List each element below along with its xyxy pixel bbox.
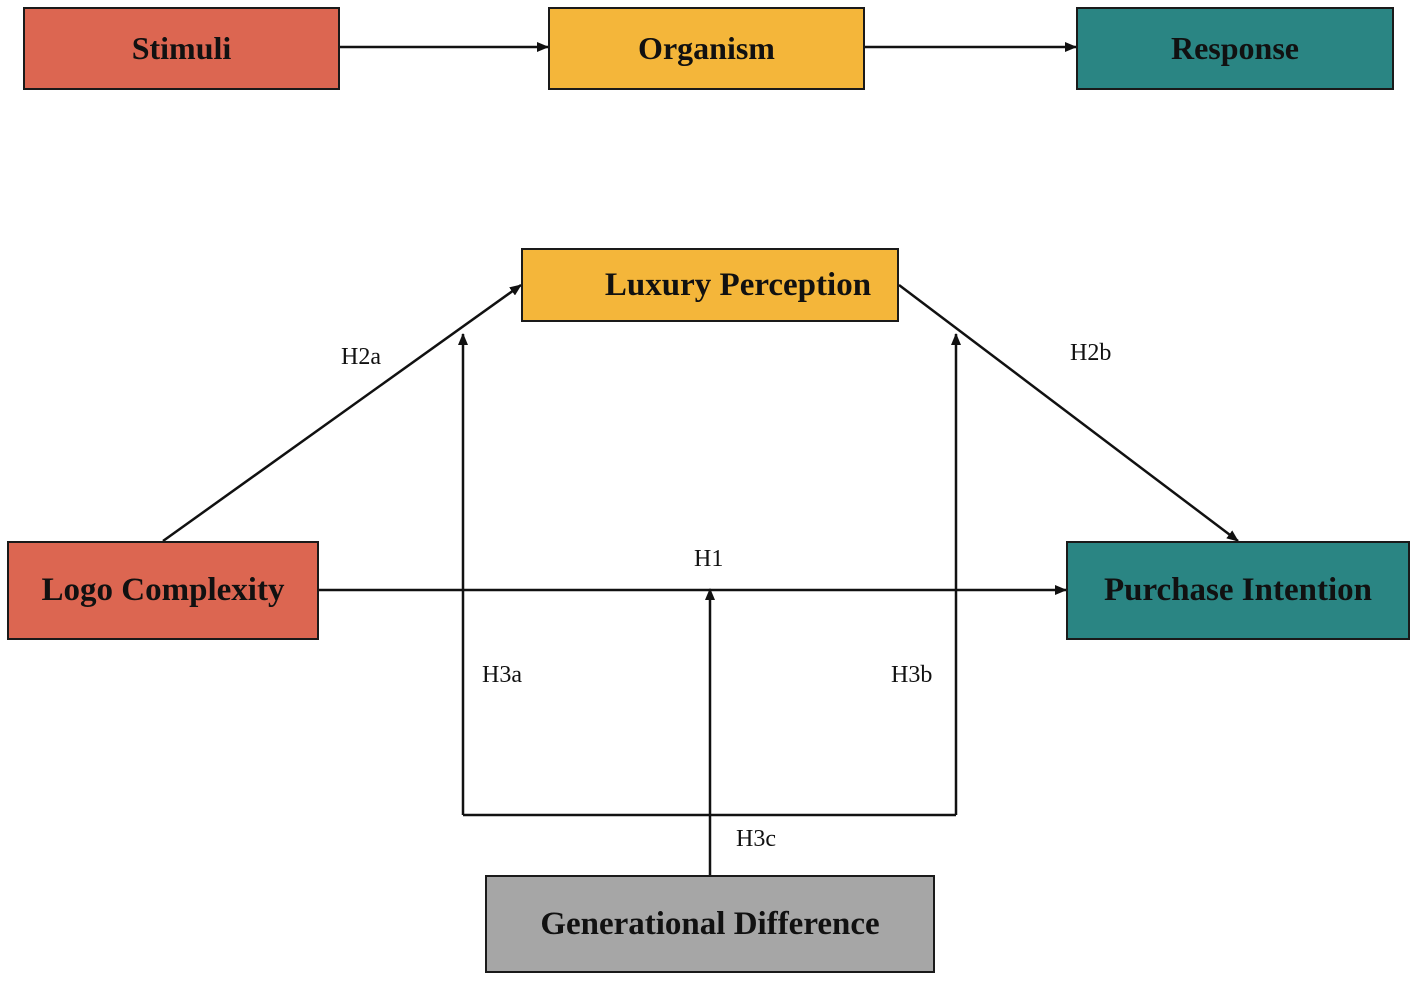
response-box: Response [1076, 7, 1394, 90]
generational-difference-label: Generational Difference [540, 905, 880, 942]
organism-box: Organism [548, 7, 865, 90]
purchase-intention-label: Purchase Intention [1104, 572, 1372, 608]
purchase-intention-box: Purchase Intention [1066, 541, 1410, 640]
luxury-perception-box: Luxury Perception [521, 248, 899, 322]
hypothesis-h2b-label: H2b [1070, 340, 1112, 366]
luxury-perception-label: Luxury Perception [604, 266, 872, 303]
arrow-h2a [162, 283, 522, 543]
hypothesis-h3c-label: H3c [736, 826, 776, 852]
arrow-h2b [898, 284, 1239, 542]
stimuli-box: Stimuli [23, 7, 340, 90]
organism-label: Organism [638, 30, 775, 66]
stimuli-label: Stimuli [131, 30, 232, 66]
hypothesis-h2a-label: H2a [341, 344, 381, 370]
logo-complexity-box: Logo Complexity [7, 541, 319, 640]
logo-complexity-label: Logo Complexity [41, 572, 285, 608]
hypothesis-h1-label: H1 [694, 546, 724, 572]
generational-difference-box: Generational Difference [485, 875, 935, 973]
hypothesis-h3a-label: H3a [482, 662, 522, 688]
response-label: Response [1170, 30, 1299, 66]
hypothesis-h3b-label: H3b [891, 662, 933, 688]
